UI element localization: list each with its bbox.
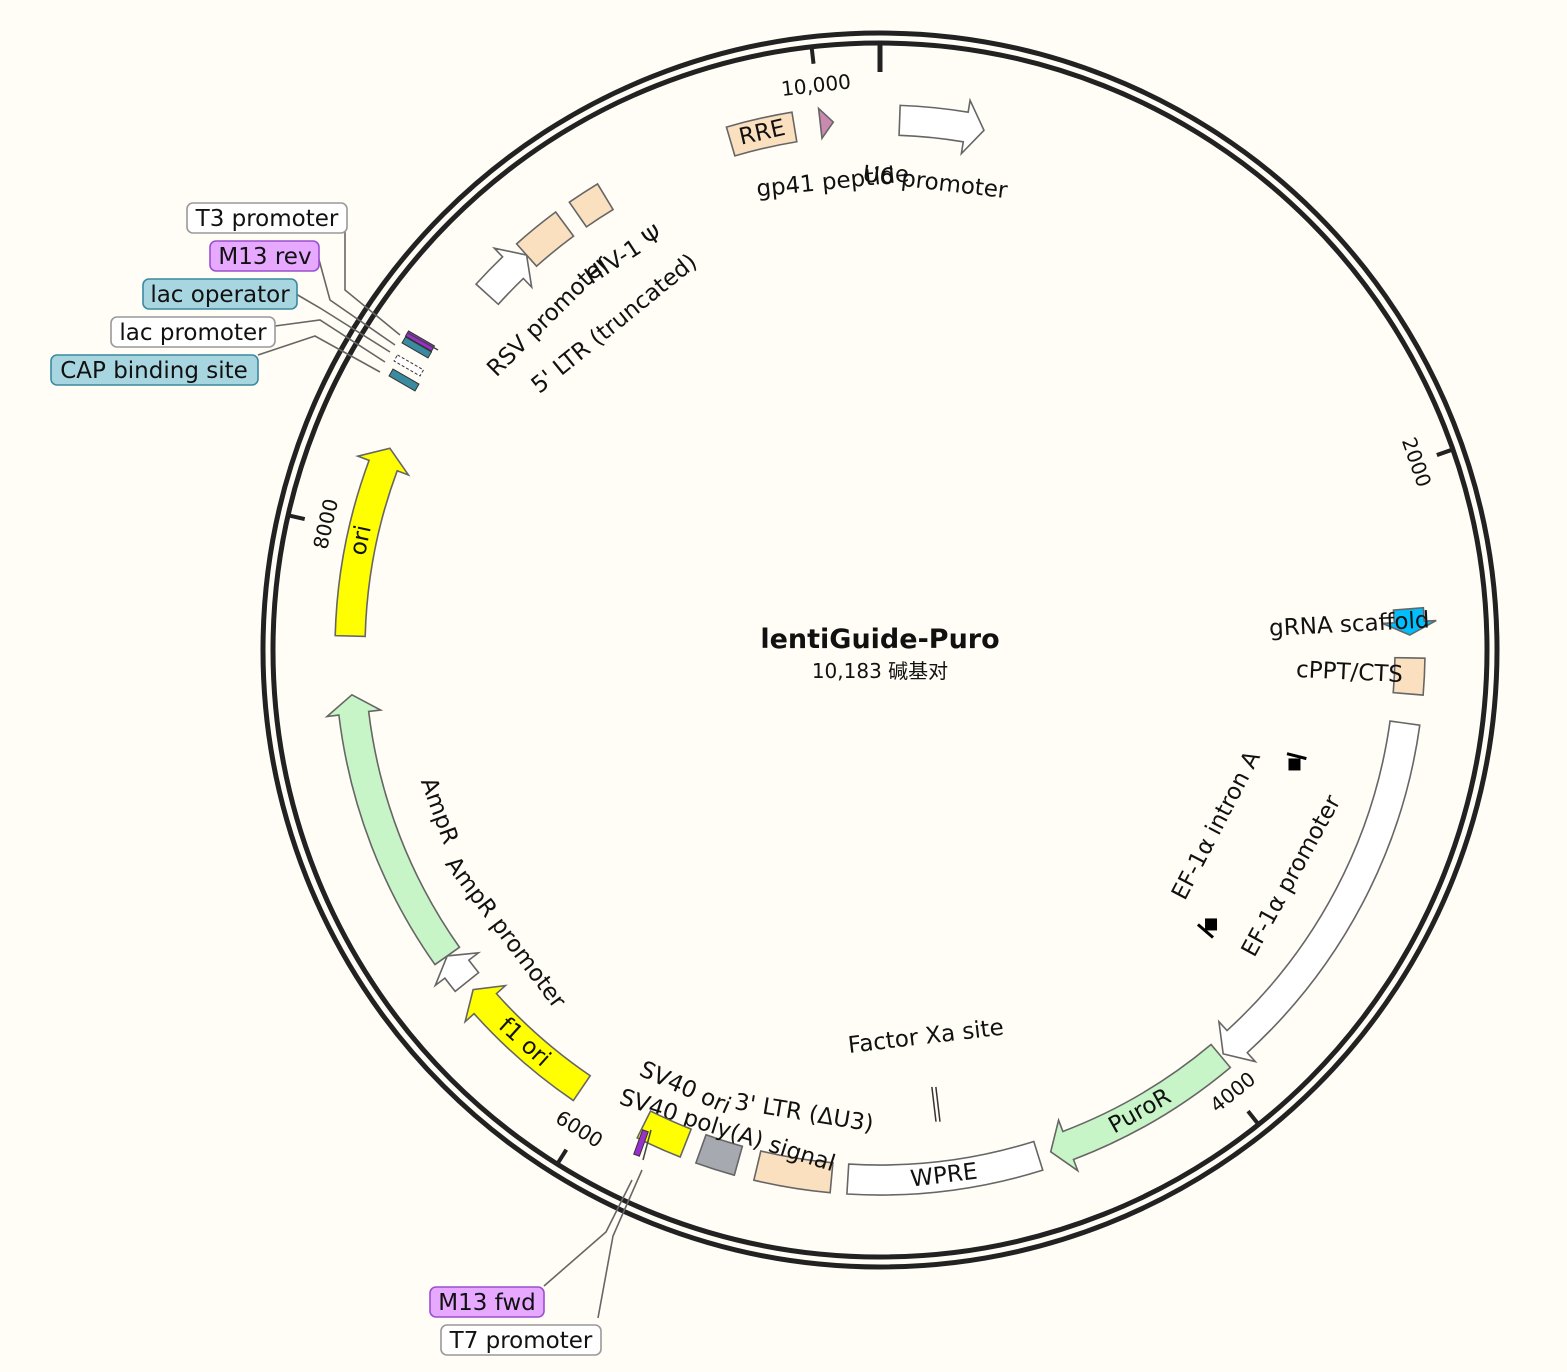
tick-8000 — [287, 513, 306, 521]
f1-ori-shape — [463, 984, 592, 1102]
u6-promoter-shape — [898, 97, 985, 157]
feature-factor-xa-site: Factor Xa site — [847, 1015, 1005, 1122]
factor-xa-site-label: Factor Xa site — [847, 1015, 1005, 1059]
sv40-polya-shape — [694, 1133, 744, 1177]
ltr5-shape — [515, 210, 575, 268]
t7-promoter-mark — [642, 1129, 652, 1161]
feature-ori: ori — [334, 447, 411, 638]
tick-10,000 — [809, 46, 816, 64]
site-marker — [935, 1086, 941, 1122]
t3-promoter-mark — [407, 332, 439, 351]
callout-lac-operator: lac operator — [142, 278, 298, 310]
ltr3-shape — [752, 1150, 834, 1194]
cppt-cts-shape — [1392, 656, 1426, 696]
callout-cap-binding-site: CAP binding site — [50, 354, 259, 386]
lac-operator-mark — [401, 336, 433, 359]
callout-label: T7 promoter — [449, 1328, 593, 1354]
rsv-promoter-shape — [474, 246, 533, 306]
callout-m13-fwd: M13 fwd — [429, 1286, 545, 1318]
callout-label: CAP binding site — [60, 358, 248, 384]
hiv1-psi-shape — [568, 182, 615, 228]
callout-lac-promoter: lac promoter — [110, 316, 276, 348]
ampr-promoter-shape — [433, 951, 482, 993]
callout-t7-promoter: T7 promoter — [440, 1324, 602, 1356]
callout-label: M13 rev — [218, 244, 311, 270]
tick-6000 — [555, 1148, 569, 1166]
puror-shape — [1049, 1043, 1232, 1173]
feature-puror: PuroR — [1049, 1043, 1232, 1173]
plasmid-name: lentiGuide-Puro — [760, 624, 999, 655]
tick-4000 — [1246, 1109, 1261, 1126]
ampr-label: AmpR — [415, 774, 463, 847]
callout-boxes: T3 promoter M13 rev lac operator lac pro… — [50, 202, 602, 1356]
tick-label: 6000 — [551, 1105, 607, 1152]
rre-shape — [725, 111, 798, 157]
callout-label: M13 fwd — [438, 1290, 536, 1316]
feature-hiv1-psi: HIV-1 Ψ — [568, 182, 667, 290]
ori-label: ori — [345, 523, 377, 558]
feature-ampr: AmpR — [324, 693, 463, 966]
feature-f1-ori: f1 ori — [463, 984, 592, 1102]
m13-fwd-region-marks — [633, 1129, 652, 1161]
gp41-peptide-shape — [817, 106, 835, 141]
callout-label: lac promoter — [119, 320, 267, 346]
callout-t3-promoter: T3 promoter — [186, 202, 348, 234]
gp41-peptide-label: gp41 peptide — [755, 161, 910, 202]
puror-label: PuroR — [1104, 1084, 1175, 1140]
ori-shape — [334, 447, 411, 638]
sv40-ori-shape — [636, 1109, 693, 1159]
wpre-shape — [846, 1140, 1044, 1196]
tick-2000 — [1436, 447, 1454, 457]
callout-m13-rev: M13 rev — [209, 240, 320, 272]
intron-flag — [1288, 758, 1301, 771]
plasmid-size: 10,183 碱基对 — [812, 659, 948, 683]
ampr-shape — [324, 693, 461, 966]
m13-fwd-mark — [633, 1129, 649, 1157]
ef1a-intron-a-label: EF-1α intron A — [1167, 747, 1266, 904]
intron-flag — [1205, 918, 1218, 931]
ef1a-promoter-shape — [1217, 720, 1421, 1063]
cppt-cts-label: cPPT/CTS — [1295, 657, 1403, 688]
callout-leaders — [257, 232, 643, 1319]
grna-scaffold-shape — [1381, 606, 1437, 636]
tick-label: 8000 — [308, 496, 343, 551]
callout-label: T3 promoter — [195, 206, 339, 232]
feature-rre: RRE — [725, 111, 798, 157]
intron-marker — [1286, 752, 1307, 761]
tick-label: 2000 — [1397, 434, 1436, 490]
grna-scaffold-label: gRNA scaffold — [1269, 607, 1431, 641]
lac-region-marks — [388, 330, 439, 392]
plasmid-title-block: lentiGuide-Puro 10,183 碱基对 — [760, 624, 999, 683]
lac-promoter-mark — [393, 354, 425, 377]
callout-label: lac operator — [150, 282, 290, 308]
tick-label: 10,000 — [780, 69, 852, 101]
site-marker — [931, 1086, 937, 1122]
feature-wpre: WPRE — [846, 1140, 1044, 1196]
feature-ampr-promoter: AmpR promoter — [433, 852, 571, 1014]
cap-binding-site-mark — [388, 368, 420, 392]
intron-marker — [1196, 923, 1215, 939]
feature-cppt-cts: cPPT/CTS — [1295, 656, 1426, 696]
ampr-promoter-label: AmpR promoter — [440, 852, 571, 1014]
feature-grna-scaffold: gRNA scaffold — [1269, 606, 1437, 642]
